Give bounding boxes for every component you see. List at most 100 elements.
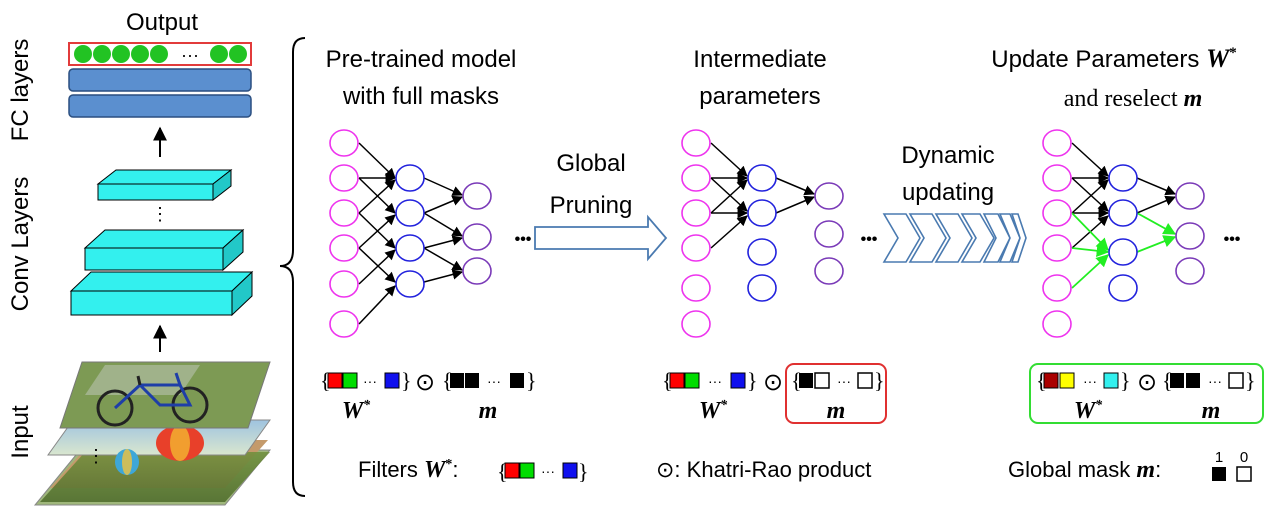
stage2-title-line2: parameters [699,83,820,110]
stage-intermediate: Intermediate parameters [662,46,887,424]
bicycle-wheel [96,389,134,427]
hidden-neuron [395,199,425,227]
stage-update: Update Parameters W* and reselect m [991,44,1264,424]
input-label: Input [7,405,34,459]
stage-pretrained: Pre-trained model with full masks [320,46,537,424]
svg-text:{: { [442,368,453,393]
mask-zero-swatch [1236,466,1252,482]
svg-text:⊙: ⊙ [763,369,783,396]
svg-text:{: { [1036,368,1047,393]
output-neuron [462,223,492,251]
output-node [74,45,92,63]
svg-text:}: } [874,368,885,393]
output-node [131,45,149,63]
svg-text:{: { [662,368,673,393]
stage1-ellipsis: ••• [515,231,532,248]
curly-brace [279,37,306,497]
output-neuron [462,257,492,285]
svg-text:m: m [827,398,846,424]
fc-layers-label: FC layers [7,39,34,142]
svg-text:{: { [497,459,508,484]
legend-khatri-rao: ⊙: Khatri-Rao product [656,457,871,482]
updated-connections [1071,212,1177,289]
hidden-neuron [395,234,425,262]
svg-text:{: { [320,368,331,393]
stage1-equation: { ··· } ⊙ { ··· } W* m [320,368,537,424]
stage1-title-line1: Pre-trained model [326,46,517,73]
khatri-rao-operator: ⊙ [415,369,435,396]
stage2-ellipsis: ••• [861,231,878,248]
input-neuron [329,129,359,157]
hidden-neuron [395,270,425,298]
mask-one-label: 1 [1215,449,1223,466]
svg-text:}: } [747,368,758,393]
stage3-title-line1: Update Parameters W* [991,44,1236,73]
input-neuron [329,270,359,298]
conv-layer-large [70,290,233,316]
svg-text:···: ··· [1083,373,1097,389]
conv-ellipsis: ⋮ [151,204,169,224]
fc-layer-1 [68,68,252,92]
update-highlight-green [1029,363,1264,424]
input-ellipsis: ⋮ [87,446,105,466]
svg-text:{: { [791,368,802,393]
svg-text:}: } [1245,368,1256,393]
output-neuron [462,182,492,210]
legend-filters: Filters W*: [358,457,458,483]
fc-layer-2 [68,94,252,118]
conv-layer-medium [84,247,224,271]
svg-text:}: } [526,368,537,393]
svg-text:···: ··· [708,373,722,389]
dynamic-updating-line1: Dynamic [901,142,994,169]
output-node [93,45,111,63]
conv-layers-label: Conv Layers [7,177,34,312]
svg-text:⊙: ⊙ [1137,369,1157,396]
dynamic-updating-line2: updating [902,179,994,206]
svg-text:}: } [1120,368,1131,393]
svg-text:···: ··· [541,463,555,479]
svg-text:···: ··· [1208,373,1222,389]
global-pruning-arrow: Global Pruning [534,150,668,262]
svg-text:···: ··· [487,373,501,389]
svg-text:···: ··· [837,373,851,389]
input-neuron [329,199,359,227]
global-pruning-line1: Global [556,150,625,177]
input-neuron [329,234,359,262]
stage2-title-line1: Intermediate [693,46,826,73]
input-neuron [329,310,359,338]
output-node [229,45,247,63]
svg-text:}: } [401,368,412,393]
svg-text:W*: W* [699,398,728,424]
m-label: m [479,398,498,424]
dynamic-updating-arrow: Dynamic updating [882,142,1027,263]
output-node [150,45,168,63]
cnn-illustration: Output FC layers Conv Layers Input ··· ⋮ [7,9,272,506]
mask-zero-label: 0 [1240,449,1248,466]
legend: Filters W*: { ··· } ⊙: Khatri-Rao produc… [358,449,1252,484]
mask-highlight-red [785,363,887,424]
svg-text:{: { [1162,368,1173,393]
stage3-title-line2: and reselect m [1064,86,1203,112]
hidden-neuron [395,164,425,192]
svg-text:m: m [1202,398,1221,424]
stage3-ellipsis: ••• [1224,231,1241,248]
stage3-equation: { ··· } ⊙ { ··· } W* m [1029,363,1264,424]
legend-global-mask: Global mask m: [1008,457,1161,483]
input-image-stack: ⋮ [33,361,272,506]
global-pruning-line2: Pruning [550,192,633,219]
output-node [210,45,228,63]
svg-text:}: } [578,459,589,484]
output-node [112,45,130,63]
mask-one-swatch [1212,467,1226,481]
conv-layer-small [97,183,214,201]
svg-text:···: ··· [363,373,377,389]
svg-text:W*: W* [1074,398,1103,424]
stage1-title-line2: with full masks [342,83,499,110]
w-star-label: W* [342,398,371,424]
stage2-equation: { ··· } ⊙ { ··· } W* m [662,363,887,424]
output-ellipsis: ··· [181,45,199,65]
output-label: Output [126,9,198,36]
input-neuron [329,164,359,192]
